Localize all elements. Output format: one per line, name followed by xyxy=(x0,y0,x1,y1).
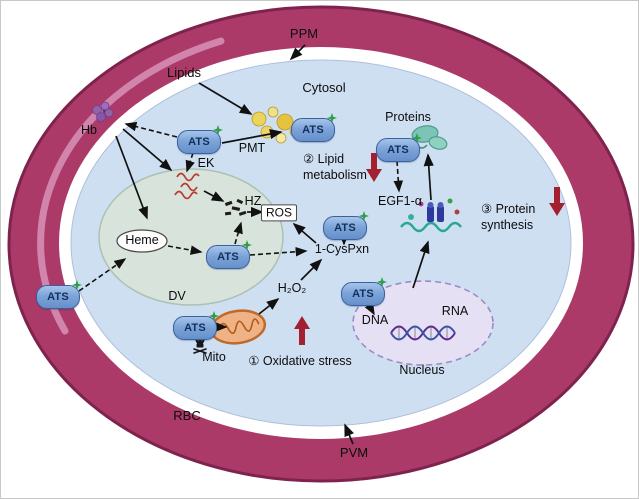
dashed-ats-to-egf1a xyxy=(393,160,404,193)
label-mito: Mito xyxy=(202,350,226,365)
trend-down-arrow-protein xyxy=(549,187,565,216)
dashed-heme-to-ats xyxy=(167,245,203,255)
dashed-ats-to-hb xyxy=(124,121,178,138)
sparkle-icon xyxy=(72,280,82,290)
arrow-dna-to-ribosome xyxy=(412,240,430,289)
arrow-h2o2-to-cyspxn xyxy=(300,258,323,281)
ats-label: ATS xyxy=(352,288,374,300)
label-hz: HZ xyxy=(244,194,262,209)
arrow-hb-to-heme xyxy=(115,135,148,220)
label-nucleus: Nucleus xyxy=(399,363,445,378)
lipid-metabolism-line2: metabolism xyxy=(303,168,367,183)
sparkle-icon xyxy=(359,211,369,221)
pathway-arrows xyxy=(115,44,434,445)
label-hb: Hb xyxy=(81,123,97,138)
dashed-ats-to-ek xyxy=(185,152,195,173)
nucleus-body xyxy=(352,280,494,366)
trend-down-arrow-lipid xyxy=(366,153,382,182)
label-oxidative-stress: ① Oxidative stress xyxy=(248,354,352,369)
ats-label: ATS xyxy=(387,144,409,156)
label-ros: ROS xyxy=(260,204,298,222)
arrow-ppm-pointer xyxy=(289,44,306,61)
label-cytosol: Cytosol xyxy=(302,79,346,95)
label-rbc: RBC xyxy=(173,407,201,423)
label-lipids: Lipids xyxy=(167,64,201,80)
label-dna: DNA xyxy=(361,313,389,328)
arrow-fragments-to-hz xyxy=(203,190,225,202)
label-egf1a: EGF1-α xyxy=(377,194,423,209)
sparkle-icon xyxy=(327,113,337,123)
label-h2o2: H₂O₂ xyxy=(277,281,307,296)
label-proteins: Proteins xyxy=(385,110,431,125)
sparkle-icon xyxy=(209,311,219,321)
ats-label: ATS xyxy=(302,124,324,136)
dashed-ats-to-hz xyxy=(233,221,243,245)
digested-hb-icon xyxy=(174,172,200,200)
dashed-ats-to-cyspxn xyxy=(249,246,308,257)
label-pvm: PVM xyxy=(339,444,369,460)
ats-label: ATS xyxy=(334,222,356,234)
ats-label: ATS xyxy=(188,136,210,148)
label-cyspxn: 1-CysPxn xyxy=(314,242,370,257)
ats-pill-outside-rbc: ATS xyxy=(36,280,82,309)
heme-oval xyxy=(116,229,168,253)
sparkle-icon xyxy=(412,133,422,143)
label-protein-synthesis: ③ Protein synthesis xyxy=(481,201,535,234)
ribosome-icon xyxy=(400,198,462,233)
arrow-hb-to-fragments xyxy=(122,128,173,172)
hemozoin-crystals-icon xyxy=(224,198,247,216)
dna-helix-icon xyxy=(390,325,456,341)
sparkle-icon xyxy=(377,277,387,287)
label-rna: RNA xyxy=(441,304,469,319)
ats-pill-in-dv: ATS xyxy=(206,240,252,269)
sparkle-icon xyxy=(242,240,252,250)
ats-pill-near-proteins: ATS xyxy=(376,133,422,162)
ats-label: ATS xyxy=(217,251,239,263)
arrow-pmt xyxy=(221,129,283,144)
dashed-ats-to-dna xyxy=(364,302,375,316)
dashed-ats-entry xyxy=(78,258,127,292)
ats-pill-near-nucleus: ATS xyxy=(341,277,387,306)
ats-pill-above-cyspxn: ATS xyxy=(323,211,369,240)
ats-pill-near-ek: ATS xyxy=(177,125,223,154)
label-heme: Heme xyxy=(125,233,159,248)
label-ppm: PPM xyxy=(289,25,319,41)
arrow-mito-to-h2o2 xyxy=(258,297,280,315)
rbc-highlight xyxy=(37,37,225,335)
label-pmt: PMT xyxy=(238,141,266,156)
arrow-cyspxn-to-ros xyxy=(292,222,317,244)
protein-synthesis-line1: ③ Protein xyxy=(481,202,536,216)
arrow-ribosome-to-proteins xyxy=(423,153,434,201)
protein-synthesis-line2: synthesis xyxy=(481,218,534,233)
ats-label: ATS xyxy=(47,291,69,303)
label-lipid-metabolism: ② Lipid metabolism xyxy=(303,151,367,184)
trend-up-arrow-oxidative xyxy=(294,316,310,345)
label-dv: DV xyxy=(168,289,186,304)
sparkle-icon xyxy=(213,125,223,135)
ats-pill-on-lipids: ATS xyxy=(291,113,337,142)
label-ek: EK xyxy=(197,156,215,171)
lipid-metabolism-line1: ② Lipid xyxy=(303,152,345,166)
hemoglobin-icon xyxy=(92,101,114,122)
arrow-lipids-to-droplets xyxy=(198,82,253,115)
ats-label: ATS xyxy=(184,322,206,334)
ats-dashed-arrows xyxy=(78,121,404,332)
arrow-pvm-pointer xyxy=(344,423,354,445)
ats-pill-on-mito: ATS xyxy=(173,311,219,340)
